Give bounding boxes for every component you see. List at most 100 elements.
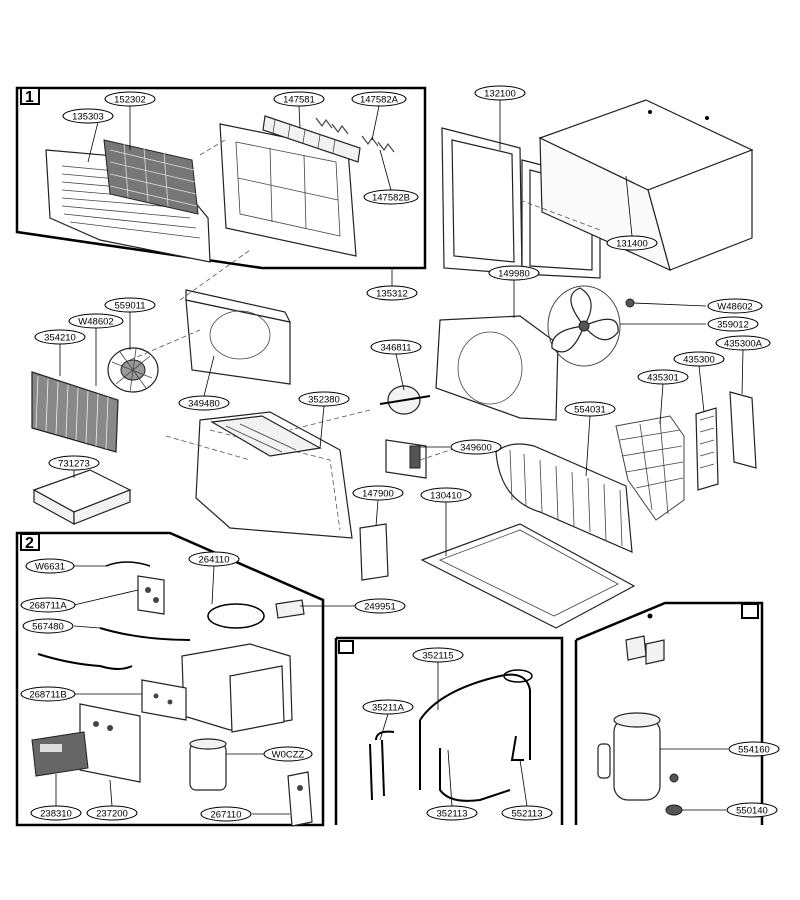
svg-text:35211A: 35211A — [372, 703, 405, 714]
blower-wheel — [107, 347, 159, 393]
svg-text:359012: 359012 — [717, 320, 749, 331]
svg-text:147582A: 147582A — [360, 95, 399, 106]
label-152302: 152302 — [104, 91, 156, 107]
label-349600: 349600 — [450, 439, 502, 455]
svg-text:567480: 567480 — [32, 622, 64, 633]
frame-section-2 — [15, 531, 325, 827]
label-354210: 354210 — [34, 329, 86, 345]
svg-text:W6631: W6631 — [35, 562, 65, 573]
leader-lines — [55, 100, 744, 815]
condenser-coil — [495, 443, 633, 553]
svg-text:132100: 132100 — [484, 89, 516, 100]
label-268711B: 268711B — [20, 686, 76, 702]
svg-text:268711B: 268711B — [29, 690, 66, 701]
fan-nut — [625, 298, 635, 308]
svg-text:731273: 731273 — [58, 459, 90, 470]
tubing-assembly — [369, 669, 533, 802]
label-359012: 359012 — [707, 316, 759, 332]
svg-text:131400: 131400 — [616, 239, 648, 250]
section-frames — [15, 86, 764, 827]
svg-text:268711A: 268711A — [29, 601, 67, 612]
svg-text:264110: 264110 — [199, 555, 230, 566]
frame-compressor — [574, 601, 764, 825]
condenser-fan — [547, 285, 621, 367]
svg-text:352380: 352380 — [308, 395, 340, 406]
foam-block — [32, 469, 132, 526]
svg-text:135303: 135303 — [72, 112, 104, 123]
svg-text:352115: 352115 — [423, 651, 454, 662]
filter-mesh — [103, 139, 199, 215]
svg-text:559011: 559011 — [115, 301, 146, 312]
label-435301: 435301 — [637, 369, 689, 385]
svg-text:147900: 147900 — [362, 489, 394, 500]
svg-text:237200: 237200 — [96, 809, 128, 820]
section-marker-2-box — [20, 533, 40, 551]
fan-shroud — [435, 315, 559, 421]
svg-text:554031: 554031 — [574, 405, 606, 416]
base-pan — [420, 523, 636, 629]
label-130410: 130410 — [420, 487, 472, 503]
svg-text:346811: 346811 — [381, 343, 412, 354]
label-731273: 731273 — [48, 455, 100, 471]
label-352380: 352380 — [298, 391, 350, 407]
label-W6631: W6631 — [25, 558, 75, 574]
frame-tubing — [334, 636, 564, 825]
svg-text:267110: 267110 — [211, 810, 242, 821]
part-labels: 135303 152302 147581 147582A 147582B 135… — [20, 85, 780, 822]
label-147900: 147900 — [352, 485, 404, 501]
side-louver — [695, 407, 719, 491]
svg-text:352113: 352113 — [437, 809, 468, 820]
section-marker-1-box — [20, 87, 40, 105]
label-550140: 550140 — [726, 802, 778, 818]
svg-text:147582B: 147582B — [372, 193, 410, 204]
control-panel — [79, 703, 141, 783]
svg-text:435300A: 435300A — [724, 339, 763, 350]
frame-section-1 — [15, 86, 427, 270]
evaporator-coil — [31, 371, 119, 453]
svg-text:435301: 435301 — [647, 373, 679, 384]
scroll-housing — [185, 289, 292, 385]
label-131400: 131400 — [606, 235, 658, 251]
label-567480: 567480 — [22, 618, 74, 634]
label-135312: 135312 — [366, 285, 418, 301]
compressor — [597, 613, 683, 816]
label-267110: 267110 — [200, 806, 252, 822]
front-panel — [219, 123, 357, 257]
label-352115: 352115 — [412, 647, 464, 663]
svg-text:W0CZZ: W0CZZ — [272, 750, 305, 761]
svg-text:550140: 550140 — [736, 806, 768, 817]
label-552113: 552113 — [501, 805, 553, 821]
svg-text:354210: 354210 — [44, 333, 76, 344]
svg-text:349600: 349600 — [460, 443, 492, 454]
svg-text:152302: 152302 — [114, 95, 146, 106]
chassis-base — [195, 411, 353, 539]
label-554160: 554160 — [728, 741, 780, 757]
label-435300: 435300 — [673, 351, 725, 367]
label-W0CZZ: W0CZZ — [263, 746, 313, 762]
label-238310: 238310 — [30, 805, 82, 821]
label-W48602-a: W48602 — [707, 298, 763, 314]
svg-text:147581: 147581 — [283, 95, 315, 106]
fan-motor — [379, 385, 431, 415]
label-349480: 349480 — [178, 395, 230, 411]
label-132100: 132100 — [474, 85, 526, 101]
label-352113: 352113 — [426, 805, 478, 821]
label-435300A: 435300A — [715, 335, 771, 351]
svg-text:149980: 149980 — [498, 269, 530, 280]
control-bracket — [181, 643, 293, 733]
wire-harness — [37, 627, 191, 670]
label-554031: 554031 — [564, 401, 616, 417]
control-board-a — [137, 575, 165, 615]
coil-guard — [615, 415, 685, 521]
label-135303: 135303 — [62, 108, 114, 124]
mount-plate — [359, 523, 389, 581]
svg-text:552113: 552113 — [512, 809, 543, 820]
label-237200: 237200 — [86, 805, 138, 821]
motor-bracket — [385, 439, 427, 479]
svg-text:W48602: W48602 — [717, 302, 752, 313]
wire-w6631 — [105, 561, 151, 567]
label-268711A: 268711A — [20, 597, 76, 613]
section-marker-2: 2 — [25, 535, 34, 552]
svg-text:135312: 135312 — [376, 289, 408, 300]
